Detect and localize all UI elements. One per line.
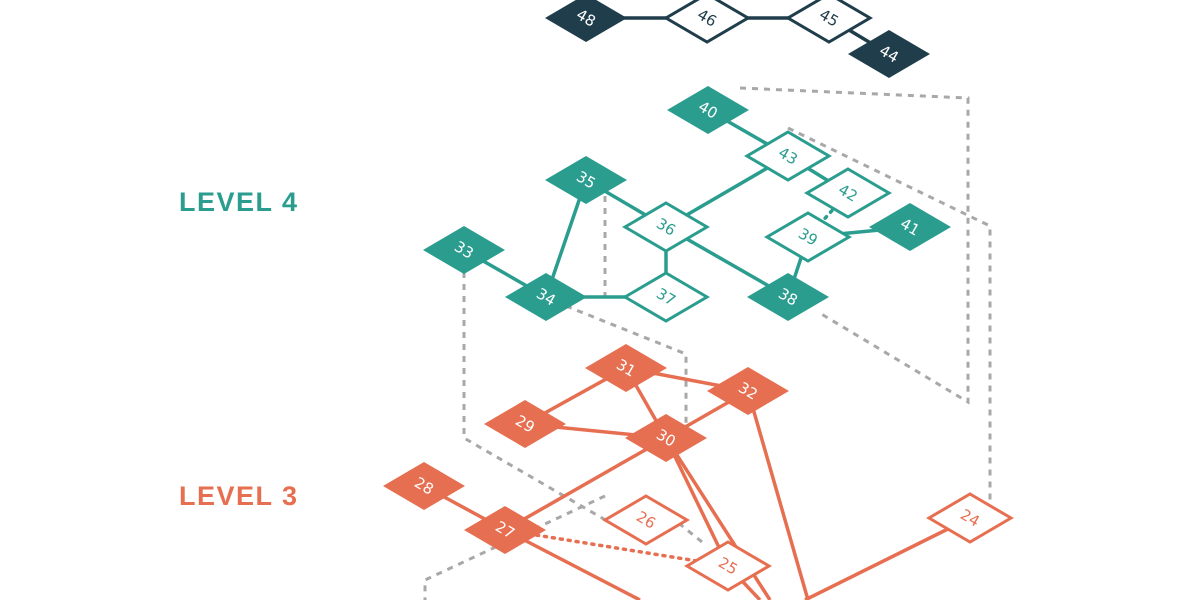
node-diamond-45 <box>785 0 873 44</box>
guide-line-0 <box>739 86 970 405</box>
node-diamond-35 <box>545 156 627 204</box>
node-32: 32 <box>707 367 789 415</box>
node-diamond-33 <box>423 226 505 274</box>
node-diamond-26 <box>602 494 690 546</box>
node-39: 39 <box>764 211 852 263</box>
node-diamond-27 <box>464 506 546 554</box>
edge-30-25 <box>664 437 730 567</box>
node-diamond-48 <box>545 0 627 42</box>
level-4-label: LEVEL 4 <box>179 187 299 217</box>
node-38: 38 <box>747 273 829 321</box>
node-31: 31 <box>585 344 667 392</box>
node-26: 26 <box>602 494 690 546</box>
node-diamond-46 <box>663 0 751 44</box>
node-29: 29 <box>484 400 566 448</box>
node-diamond-34 <box>505 273 587 321</box>
edge-offscreen-3 <box>804 516 971 600</box>
node-diamond-37 <box>622 271 710 323</box>
node-37: 37 <box>622 271 710 323</box>
node-46: 46 <box>663 0 751 44</box>
node-27: 27 <box>464 506 546 554</box>
node-diamond-41 <box>869 203 951 251</box>
node-25: 25 <box>684 540 772 592</box>
node-diamond-25 <box>684 540 772 592</box>
node-42: 42 <box>804 167 892 219</box>
level-3-label: LEVEL 3 <box>179 481 299 511</box>
node-diamond-28 <box>383 462 465 510</box>
node-diamond-39 <box>764 211 852 263</box>
node-48: 48 <box>545 0 627 42</box>
node-28: 28 <box>383 462 465 510</box>
node-43: 43 <box>744 130 832 182</box>
node-30: 30 <box>625 414 707 462</box>
node-44: 44 <box>848 30 930 78</box>
node-diamond-40 <box>667 86 749 134</box>
node-diamond-36 <box>622 201 710 253</box>
node-diamond-32 <box>707 367 789 415</box>
node-33: 33 <box>423 226 505 274</box>
edge-offscreen-2 <box>746 390 810 600</box>
guide-line-1 <box>787 126 992 500</box>
node-diamond-24 <box>926 492 1014 544</box>
node-34: 34 <box>505 273 587 321</box>
edge-27-25 <box>503 528 730 568</box>
node-36: 36 <box>622 201 710 253</box>
edge-30-27 <box>504 436 667 532</box>
guide-line-4 <box>565 304 688 434</box>
node-diamond-29 <box>484 400 566 448</box>
node-35: 35 <box>545 156 627 204</box>
edge-offscreen-0 <box>504 528 641 600</box>
node-41: 41 <box>869 203 951 251</box>
node-diamond-38 <box>747 273 829 321</box>
node-diamond-42 <box>804 167 892 219</box>
node-diamond-43 <box>744 130 832 182</box>
node-40: 40 <box>667 86 749 134</box>
node-24: 24 <box>926 492 1014 544</box>
node-diamond-44 <box>848 30 930 78</box>
node-45: 45 <box>785 0 873 44</box>
node-diamond-30 <box>625 414 707 462</box>
node-diamond-31 <box>585 344 667 392</box>
